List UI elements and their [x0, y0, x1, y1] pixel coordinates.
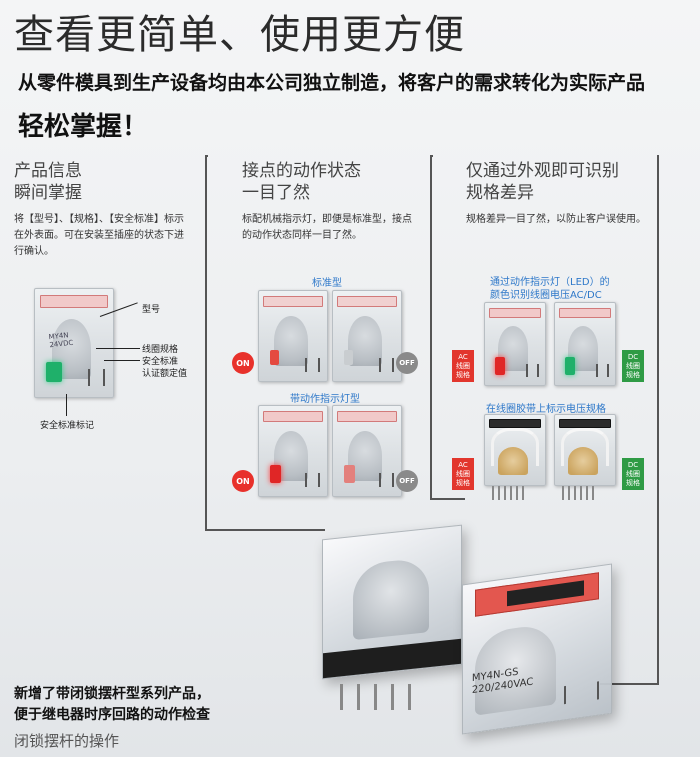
off-badge: OFF	[396, 352, 418, 374]
relay-top-band	[337, 411, 397, 423]
latch-lever-caption: 闭锁摆杆的操作	[14, 732, 120, 750]
green-indicator	[45, 362, 62, 382]
col1-relay-image: MY4N 24VDC	[34, 288, 114, 398]
led-color-caption-line1: 通过动作指示灯（LED）的	[490, 277, 610, 288]
safety-marks	[305, 357, 321, 372]
relay-pins	[562, 486, 594, 500]
on-badge: ON	[232, 352, 254, 374]
standard-relay-on	[258, 290, 328, 382]
connector-line	[657, 155, 659, 685]
relay-top-band	[488, 307, 542, 318]
callout-line	[66, 394, 67, 416]
red-led-indicator	[494, 357, 506, 376]
connector-line	[205, 529, 325, 531]
relay-core	[347, 316, 382, 366]
relay-pins	[492, 486, 524, 500]
dc-bobbin-relay	[554, 414, 616, 486]
relay-base	[323, 638, 461, 679]
callout-safety-std: 安全标准	[142, 357, 179, 367]
col3-body: 规格差异一目了然，以防止客户误使用。	[466, 214, 646, 225]
col3-heading-line1: 仅通过外观即可识别	[466, 161, 619, 181]
connector-line	[430, 155, 432, 500]
ac-spec-tag: AC 线圈 规格	[452, 350, 474, 382]
ac-bobbin-relay	[484, 414, 546, 486]
col2-body: 标配机械指示灯，即便是标准型，接点的动作状态同样一目了然。	[242, 214, 412, 241]
callout-rated-value: 认证额定值	[142, 369, 188, 379]
dc-spec-tag: DC 线圈 规格	[622, 458, 644, 490]
off-badge: OFF	[396, 470, 418, 492]
safety-marks	[88, 368, 106, 387]
col1-heading-line2: 瞬间掌握	[14, 183, 82, 203]
relay-pins	[340, 684, 411, 710]
callout-line	[104, 360, 140, 361]
dc-relay	[554, 302, 616, 386]
new-series-line1: 新增了带闭锁摆杆型系列产品，	[14, 686, 210, 702]
callout-line	[96, 348, 140, 349]
on-badge: ON	[232, 470, 254, 492]
col2-heading-line2: 一目了然	[242, 183, 310, 203]
safety-marks	[305, 472, 321, 487]
relay-top-band	[558, 419, 612, 428]
relay-top-band	[263, 296, 323, 308]
relay-top-band	[558, 307, 612, 318]
page-subtitle-line2: 轻松掌握！	[18, 112, 149, 142]
dc-spec-tag: DC 线圈 规格	[622, 350, 644, 382]
safety-marks	[563, 681, 600, 705]
led-color-caption-line2: 颜色识别线圈电压AC/DC	[490, 290, 602, 301]
led-relay-off	[332, 405, 402, 497]
col1-heading-line1: 产品信息	[14, 161, 82, 181]
mechanical-indicator	[343, 350, 354, 365]
ac-relay	[484, 302, 546, 386]
callout-safety-mark: 安全标准标记	[40, 421, 95, 431]
led-relay-on	[258, 405, 328, 497]
col1-heading: 产品信息 瞬间掌握	[14, 160, 82, 204]
callout-model: 型号	[142, 305, 161, 315]
product-relay-front: MY4N-GS 220/240VAC	[462, 563, 612, 735]
product-relay-back	[322, 524, 462, 680]
col3-heading: 仅通过外观即可识别 规格差异	[466, 160, 619, 204]
mechanical-indicator	[269, 350, 280, 365]
connector-line	[205, 155, 208, 157]
col3-heading-line2: 规格差异	[466, 183, 534, 203]
relay-top-band	[488, 419, 542, 428]
page-title: 查看更简单、使用更方便	[14, 12, 465, 58]
new-series-note: 新增了带闭锁摆杆型系列产品， 便于继电器时序回路的动作检查	[14, 684, 210, 726]
safety-marks	[379, 357, 395, 372]
green-led-indicator	[564, 357, 576, 376]
safety-marks	[525, 363, 539, 377]
relay-core	[353, 556, 430, 641]
page-subtitle-line1: 从零件模具到生产设备均由本公司独立制造，将客户的需求转化为实际产品	[18, 72, 646, 94]
connector-line	[600, 683, 659, 685]
relay-coil	[498, 446, 529, 475]
col1-body: 将【型号】、【规格】、【安全标准】标示在外表面。可在安装至插座的状态下进行确认。	[14, 214, 184, 257]
relay-coil	[568, 446, 599, 475]
new-series-line2: 便于继电器时序回路的动作检查	[14, 707, 210, 723]
safety-marks	[379, 472, 395, 487]
relay-top-band	[263, 411, 323, 423]
bobbin-caption: 在线圈胶带上标示电压规格	[486, 404, 606, 415]
relay-wires	[491, 427, 539, 467]
relay-core	[273, 316, 308, 366]
relay-top-band	[337, 296, 397, 308]
relay-top-band	[39, 295, 109, 309]
col2-heading: 接点的动作状态 一目了然	[242, 160, 361, 204]
connector-line	[430, 155, 433, 157]
standard-relay-off	[332, 290, 402, 382]
relay-wires	[561, 427, 609, 467]
safety-marks	[595, 363, 609, 377]
led-type-caption: 带动作指示灯型	[290, 394, 360, 405]
red-led-indicator	[343, 465, 355, 484]
col2-heading-line1: 接点的动作状态	[242, 161, 361, 181]
relay-label: MY4N 24VDC	[48, 331, 74, 350]
callout-coil-spec: 线圈规格	[142, 345, 179, 355]
standard-type-caption: 标准型	[312, 278, 342, 289]
red-led-indicator	[269, 465, 281, 484]
connector-line	[205, 155, 207, 531]
ac-spec-tag: AC 线圈 规格	[452, 458, 474, 490]
connector-line	[430, 498, 465, 500]
